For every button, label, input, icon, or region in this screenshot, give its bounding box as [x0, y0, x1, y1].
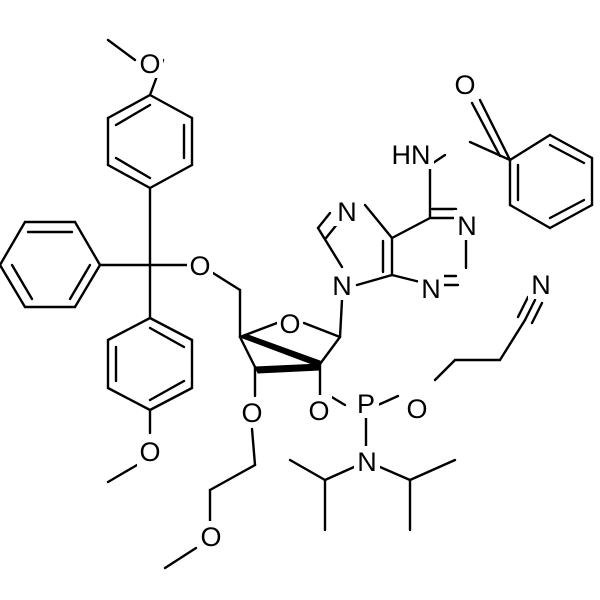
svg-text:O: O — [189, 251, 210, 281]
nitrile-nitrogen: N — [528, 269, 554, 300]
ring-oxygen: O — [277, 308, 303, 339]
svg-text:O: O — [139, 437, 160, 467]
svg-text:O: O — [454, 70, 475, 100]
svg-text:N: N — [357, 447, 377, 477]
purine-nitrogen-9: N — [329, 270, 355, 301]
methoxyethyl-oxygen: O — [198, 521, 224, 552]
svg-text:N: N — [421, 274, 441, 304]
svg-text:N: N — [531, 270, 551, 300]
svg-text:O: O — [200, 522, 221, 552]
svg-text:N: N — [332, 271, 352, 301]
methoxy-oxygen-bottom: O — [137, 436, 163, 467]
svg-text:HN: HN — [392, 140, 431, 170]
oxygen-2-prime: O — [306, 395, 332, 426]
svg-text:P: P — [357, 389, 375, 419]
oxygen-3-prime: O — [239, 397, 265, 428]
phosphorus-atom: P — [353, 388, 379, 419]
svg-text:N: N — [457, 211, 477, 241]
bond-lines — [0, 38, 594, 570]
svg-text:O: O — [139, 49, 160, 79]
purine-nitrogen-7: N — [334, 196, 360, 227]
svg-text:O: O — [308, 396, 329, 426]
atom-labels: O O HN N N N N N — [137, 48, 554, 552]
carbonyl-oxygen: O — [452, 69, 478, 100]
svg-text:O: O — [406, 394, 427, 424]
svg-text:N: N — [337, 197, 357, 227]
amide-nitrogen: HN — [388, 139, 434, 170]
methoxy-oxygen-top: O — [137, 48, 163, 79]
svg-text:O: O — [241, 398, 262, 428]
phosphite-oxygen: O — [404, 393, 430, 424]
svg-text:O: O — [279, 309, 300, 339]
purine-nitrogen-1: N — [454, 210, 480, 241]
trityl-ether-oxygen: O — [187, 250, 213, 281]
diisopropylamine-nitrogen: N — [354, 446, 380, 477]
purine-nitrogen-3: N — [418, 273, 444, 304]
